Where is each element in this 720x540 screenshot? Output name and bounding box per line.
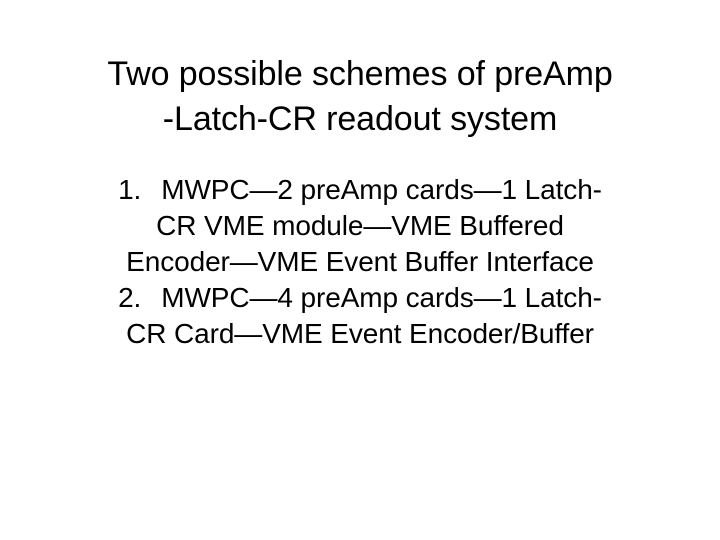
list-item-2-marker: 2. bbox=[118, 282, 142, 313]
list-item-1-marker: 1. bbox=[118, 174, 142, 205]
list-item-1-line-2: CR VME module—VME Buffered bbox=[156, 210, 564, 241]
list-item-1-line-3: Encoder—VME Event Buffer Interface bbox=[126, 246, 594, 277]
list-item-1-text-1: MWPC—2 preAmp cards—1 Latch- bbox=[161, 174, 602, 205]
list-item-2-line-1: 2. MWPC—4 preAmp cards—1 Latch- bbox=[40, 280, 680, 316]
list-item: 1. MWPC—2 preAmp cards—1 Latch- CR VME mo… bbox=[40, 172, 680, 280]
list-item-1-line-1: 1. MWPC—2 preAmp cards—1 Latch- bbox=[40, 172, 680, 208]
slide-body: 1. MWPC—2 preAmp cards—1 Latch- CR VME mo… bbox=[40, 172, 680, 352]
list-item: 2. MWPC—4 preAmp cards—1 Latch- CR Card—V… bbox=[40, 280, 680, 352]
list-item-2-text-1: MWPC—4 preAmp cards—1 Latch- bbox=[161, 282, 602, 313]
slide-title: Two possible schemes of preAmp -Latch-CR… bbox=[40, 52, 680, 142]
slide-title-line-1: Two possible schemes of preAmp bbox=[107, 55, 613, 93]
slide-title-line-2: -Latch-CR readout system bbox=[162, 100, 558, 138]
list-item-2-line-2: CR Card—VME Event Encoder/Buffer bbox=[126, 318, 594, 349]
